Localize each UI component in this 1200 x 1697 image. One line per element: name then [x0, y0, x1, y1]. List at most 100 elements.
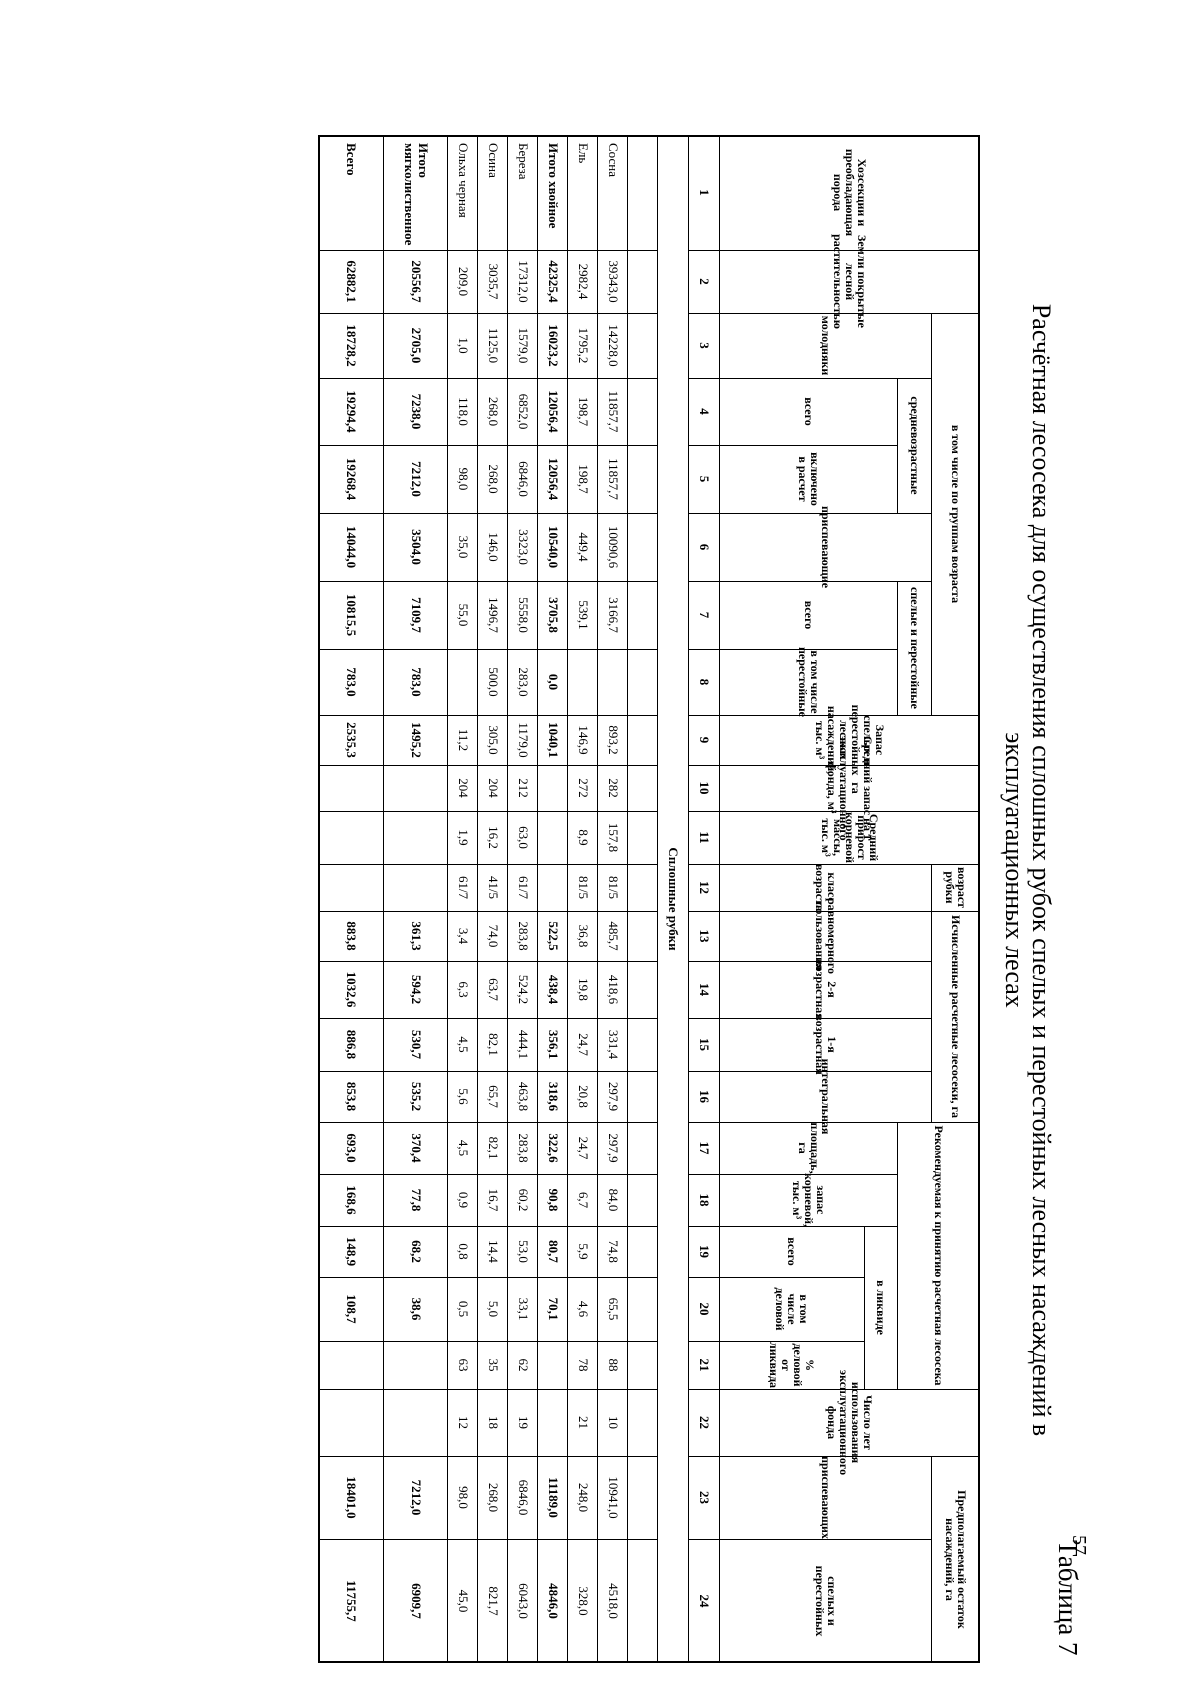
table-cell: 12056,4 — [546, 390, 561, 433]
header-h3: молодняки — [819, 315, 833, 376]
table-cell — [318, 864, 384, 911]
column-number: 1 — [697, 189, 713, 196]
table-rule — [931, 911, 932, 1122]
table-cell: 82,1 — [486, 1136, 501, 1160]
header-h6: приспевающие — [819, 505, 833, 589]
table-cell: 322,6 — [546, 1133, 561, 1163]
table-cell: 65,7 — [486, 1085, 501, 1108]
table-rule — [689, 765, 980, 766]
table-cell — [538, 765, 568, 811]
table-rule — [318, 649, 658, 650]
table-rule — [318, 1226, 658, 1227]
table-rule — [657, 135, 658, 1663]
table-cell: 297,9 — [606, 1133, 621, 1163]
table-cell: 16023,2 — [546, 324, 561, 367]
table-cell — [318, 811, 384, 864]
table-rule — [318, 313, 658, 314]
table-cell: 8,9 — [576, 829, 591, 846]
table-rule — [318, 1539, 658, 1540]
table-rule — [719, 135, 720, 1663]
table-cell: 209,0 — [456, 266, 471, 297]
table-cell: 212 — [516, 778, 531, 798]
table-cell: 1040,1 — [546, 722, 561, 758]
table-cell: 10941,0 — [606, 1476, 621, 1519]
table-cell: 84,0 — [606, 1188, 621, 1212]
table-cell: 168,6 — [344, 1185, 359, 1215]
table-cell: 4518,0 — [606, 1583, 621, 1619]
table-cell: 272 — [576, 778, 591, 798]
table-cell: 3035,7 — [486, 263, 501, 300]
table-rule — [318, 811, 658, 812]
table-rule — [931, 313, 932, 715]
table-cell: 19268,4 — [344, 457, 359, 501]
table-rule — [689, 313, 980, 314]
table-rule — [318, 765, 658, 766]
table-cell: 418,6 — [606, 974, 621, 1005]
table-rule — [383, 135, 384, 1663]
table-cell: 1495,2 — [409, 722, 424, 758]
table-cell: 2982,4 — [576, 263, 591, 300]
table-cell: 3705,8 — [546, 597, 561, 633]
table-cell: 444,1 — [516, 1029, 531, 1060]
table-cell: 78 — [576, 1358, 591, 1372]
table-cell: 16,2 — [486, 826, 501, 849]
table-cell: 63 — [456, 1358, 471, 1372]
table-cell — [384, 864, 448, 911]
table-cell: 14044,0 — [344, 525, 359, 569]
table-rule — [627, 135, 628, 1663]
table-cell: 1032,6 — [344, 971, 359, 1008]
table-cell: 1,9 — [456, 829, 471, 846]
column-number: 12 — [697, 881, 713, 894]
table-rule — [689, 1226, 898, 1227]
table-cell: 268,0 — [486, 464, 501, 494]
table-cell: 783,0 — [344, 667, 359, 697]
table-cell: 14228,0 — [606, 324, 621, 367]
table-cell: 10815,5 — [344, 593, 359, 637]
table-rule — [689, 1341, 865, 1342]
table-cell: 4,5 — [456, 1139, 471, 1157]
column-number: 5 — [697, 475, 713, 483]
table-cell — [384, 1341, 448, 1389]
table-cell: 148,9 — [344, 1236, 359, 1267]
table-cell: 463,8 — [516, 1081, 531, 1112]
table-rule — [689, 1456, 980, 1457]
row-label: Ель — [576, 143, 591, 164]
table-cell: 39343,0 — [606, 260, 621, 303]
table-cell: 5,0 — [486, 1300, 501, 1318]
table-cell: 7109,7 — [409, 597, 424, 633]
table-rule — [689, 911, 980, 912]
table-rule — [318, 581, 658, 582]
table-cell: 4846,0 — [546, 1583, 561, 1619]
table-cell: 11755,7 — [344, 1580, 359, 1622]
column-number: 22 — [697, 1416, 713, 1429]
column-number: 9 — [697, 736, 713, 744]
column-number: 3 — [697, 342, 713, 349]
table-rule — [688, 135, 689, 1663]
table-rule — [318, 250, 658, 251]
table-rule — [689, 445, 898, 446]
column-number: 21 — [697, 1358, 713, 1372]
table-cell — [384, 1389, 448, 1456]
table-cell: 5558,0 — [516, 597, 531, 633]
table-rule — [689, 811, 980, 812]
table-cell: 14,4 — [486, 1240, 501, 1263]
table-cell: 146,9 — [576, 725, 591, 755]
table-cell: 41/5 — [486, 875, 501, 900]
column-number: 8 — [697, 678, 713, 686]
table-cell — [384, 811, 448, 864]
table-cell: 33,1 — [516, 1297, 531, 1321]
table-cell: 282 — [606, 778, 621, 798]
table-cell: 0,8 — [456, 1243, 471, 1260]
table-cell: 886,8 — [344, 1029, 359, 1060]
table-cell: 4,5 — [456, 1036, 471, 1053]
table-rule — [978, 135, 980, 1663]
table-cell — [568, 649, 598, 715]
column-number: 17 — [697, 1141, 713, 1155]
table-cell: 11189,0 — [546, 1477, 561, 1518]
table-cell — [598, 649, 628, 715]
table-cell: 82,1 — [486, 1033, 501, 1056]
table-cell: 3323,0 — [516, 529, 531, 565]
table-rule — [567, 135, 568, 1663]
column-number: 10 — [697, 781, 713, 795]
